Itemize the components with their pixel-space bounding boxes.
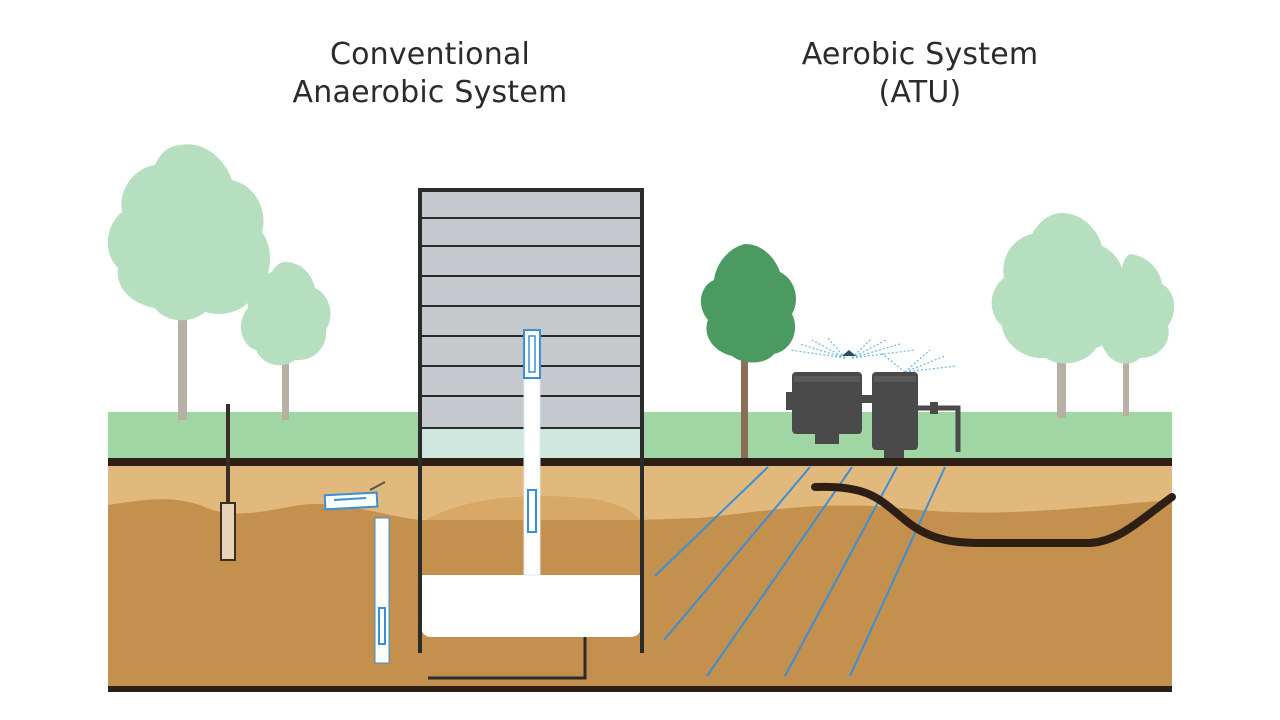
sprinkler-spray [789, 337, 957, 373]
sprinkler-head [842, 350, 856, 356]
inlet-fitting-arm [369, 481, 386, 491]
dispersal-pipe [811, 482, 1176, 548]
aerobic-title-line-1: Aerobic System [801, 37, 1039, 72]
tank-drain-line [428, 637, 587, 680]
baffle-pipe-window [527, 489, 537, 533]
tree-left-large [107, 144, 271, 420]
drain-field-lines [654, 466, 946, 677]
tank-right-wall [640, 188, 644, 653]
aerobic-title-line-2: (ATU) [878, 75, 962, 110]
atu-tank-left [792, 372, 862, 434]
tree-right-dark [700, 244, 796, 458]
outlet-pipe [374, 517, 390, 664]
tree-right-small [1099, 254, 1175, 416]
aerobic-treatment-unit [786, 337, 961, 458]
baffle-pipe-top [523, 329, 541, 379]
tank-sludge-chamber [422, 575, 640, 637]
vent-pipe [226, 404, 230, 504]
tree-right-large [991, 212, 1125, 418]
vent-pipe-cap [220, 502, 236, 561]
conventional-title-line-1: Conventional [329, 37, 531, 72]
septic-tank [418, 188, 644, 680]
conventional-system-title: Conventional Anaerobic System [250, 36, 610, 112]
tank-left-wall [418, 188, 422, 653]
bedrock-line [108, 686, 1172, 692]
inlet-fitting [323, 491, 379, 511]
atu-tank-right [872, 372, 918, 450]
conventional-title-line-2: Anaerobic System [292, 75, 568, 110]
aerobic-system-title: Aerobic System (ATU) [740, 36, 1100, 112]
tree-left-small [241, 262, 331, 420]
